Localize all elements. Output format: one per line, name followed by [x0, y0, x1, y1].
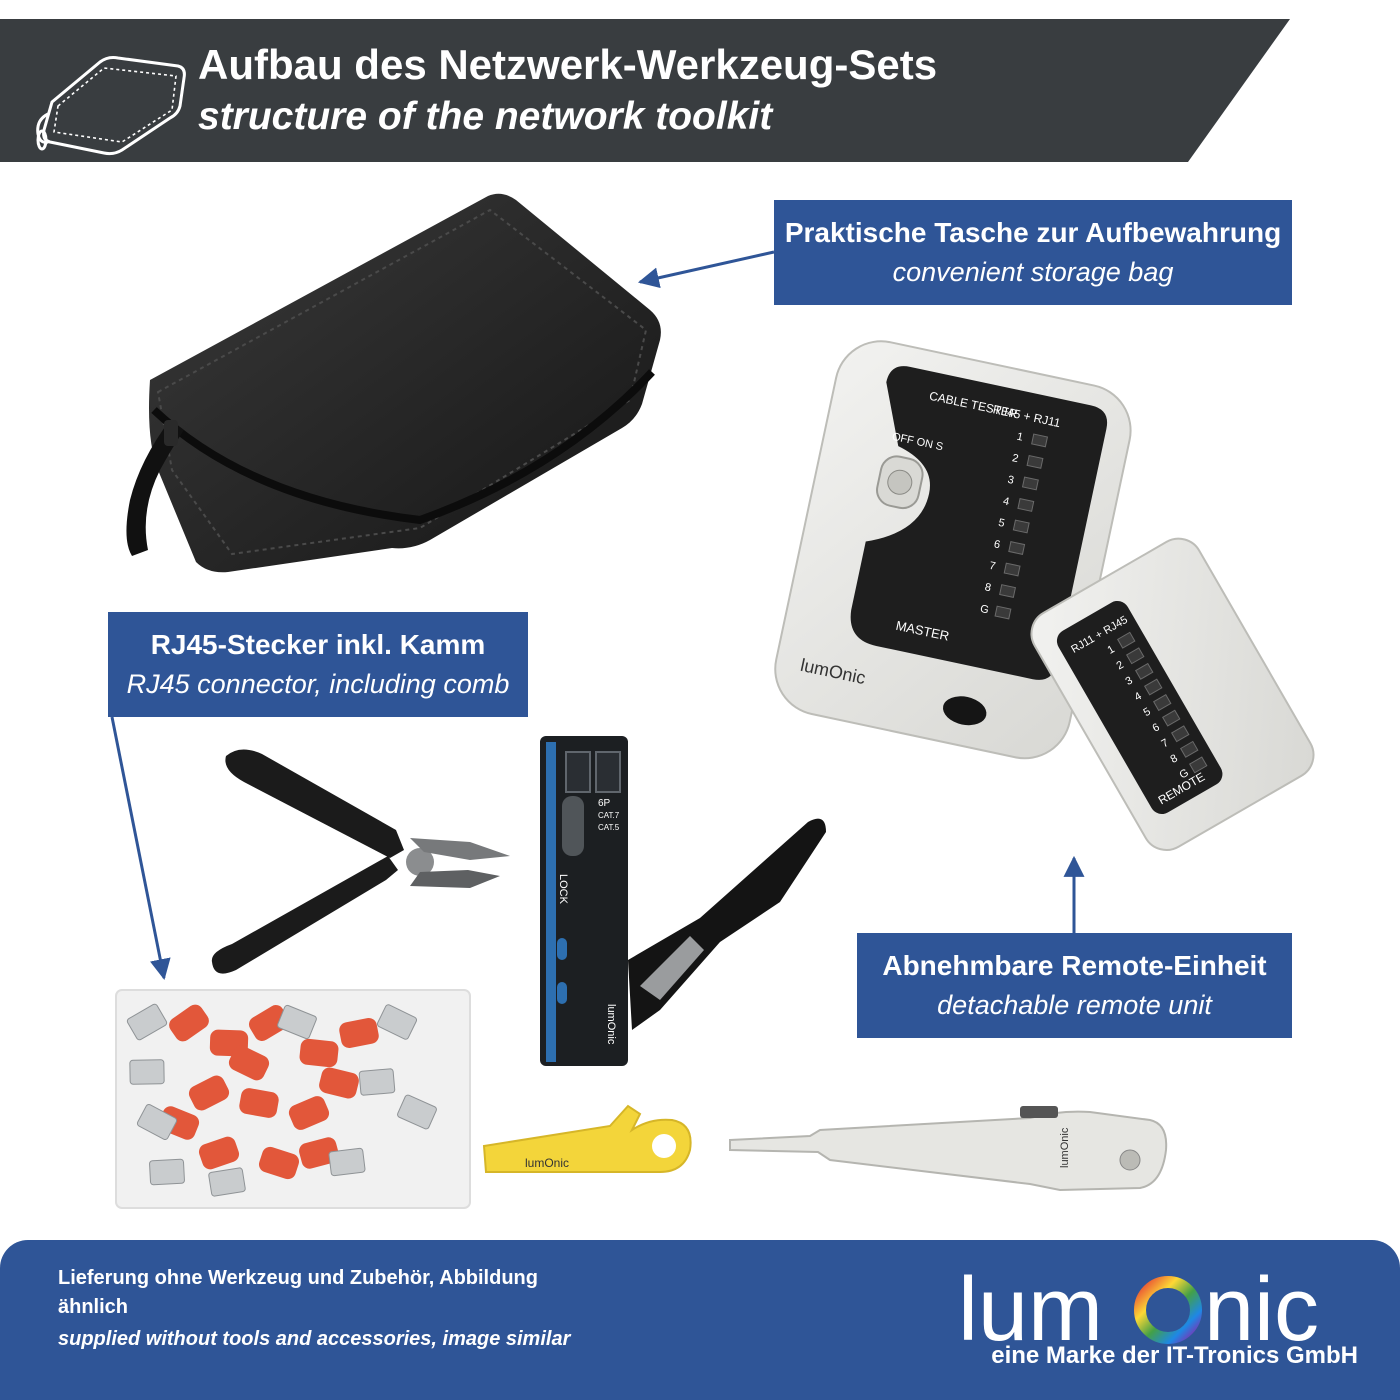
master-led	[999, 584, 1017, 598]
stripper-brand-text: lumOnic	[525, 1156, 569, 1170]
rj45-boot	[239, 1088, 279, 1118]
crimping-tool-image: 6P CAT.7 CAT.5 LOCK lumOnic	[540, 736, 826, 1066]
remote-led	[1134, 662, 1154, 680]
page-subtitle: structure of the network toolkit	[198, 95, 773, 138]
remote-pin-label: 4	[1133, 690, 1144, 703]
master-led	[1012, 519, 1030, 534]
master-pin-label: 1	[1016, 431, 1024, 444]
storage-bag-label-de: Praktische Tasche zur Aufbewahrung	[784, 217, 1282, 248]
page-title: Aufbau des Netzwerk-Werkzeug-Sets	[198, 41, 938, 88]
rj45-plug	[149, 1158, 185, 1186]
punchdown-brand-text: lumOnic	[1059, 1127, 1071, 1168]
rj45-pointer-arrow	[110, 716, 171, 981]
rj45-boot	[188, 1075, 230, 1111]
rj45-boot	[198, 1136, 240, 1170]
crimper-lock-text: LOCK	[557, 874, 569, 905]
bag-outline-icon	[36, 56, 186, 156]
rj45-plug	[129, 1059, 165, 1085]
rj45-boot	[169, 1004, 209, 1042]
remote-pin-label: 7	[1160, 737, 1171, 750]
lumonic-logo: lum nic	[958, 1260, 1319, 1352]
header-banner: Aufbau des Netzwerk-Werkzeug-Sets struct…	[0, 19, 1290, 162]
remote-unit-label: Abnehmbare Remote-Einheit detachable rem…	[857, 933, 1292, 1038]
master-pin-label: 5	[997, 517, 1005, 530]
crimper-6p-text: 6P	[598, 798, 611, 809]
master-pin-label: 2	[1011, 452, 1019, 465]
master-pin-label: 3	[1006, 474, 1014, 487]
rj45-plug	[277, 1004, 317, 1040]
rj45-plug	[126, 1003, 168, 1041]
master-pin-label: 7	[988, 560, 996, 573]
rj45-plug	[328, 1147, 366, 1177]
storage-bag-label-en: convenient storage bag	[892, 257, 1174, 287]
logo-text-before: lum	[958, 1260, 1103, 1352]
rj45-plug	[358, 1068, 396, 1096]
footer: Lieferung ohne Werkzeug und Zubehör, Abb…	[0, 1240, 1400, 1400]
crimper-cat7-text: CAT.7	[598, 811, 620, 820]
remote-led	[1143, 678, 1163, 696]
remote-led	[1152, 694, 1172, 712]
rj45-boot	[288, 1096, 330, 1130]
remote-led	[1179, 740, 1199, 758]
cable-stripper-image: lumOnic	[482, 1104, 692, 1173]
storage-bag-label: Praktische Tasche zur Aufbewahrung conve…	[774, 200, 1292, 305]
rj45-plug	[136, 1103, 178, 1141]
rj45-connector-bag-image	[115, 989, 471, 1209]
toolkit-illustration: CABLE TESTER RJ45 + RJ11 OFF ON S MASTER…	[110, 193, 1315, 1209]
remote-led	[1125, 647, 1145, 665]
master-pin-label: 8	[984, 581, 992, 594]
rj45-boot	[319, 1067, 359, 1099]
master-pin-label: 6	[993, 538, 1001, 551]
remote-pin-label: 1	[1106, 643, 1117, 656]
master-led	[1008, 541, 1026, 555]
rj45-plug	[376, 1004, 418, 1040]
rj45-plug	[208, 1167, 246, 1197]
rj45-boot	[299, 1038, 339, 1068]
rj45-boot	[228, 1045, 270, 1081]
remote-unit-label-en: detachable remote unit	[937, 990, 1212, 1020]
rj45-boot	[248, 1005, 290, 1041]
remote-led	[1116, 631, 1136, 649]
footer-note-en: supplied without tools and accessories, …	[58, 1328, 571, 1350]
rj45-connector-label-en: RJ45 connector, including comb	[126, 669, 510, 699]
rj45-connector-label: RJ45-Stecker inkl. Kamm RJ45 connector, …	[108, 612, 528, 717]
rj45-boot	[299, 1137, 339, 1169]
master-pin-label: G	[979, 603, 990, 617]
crimper-brand-text: lumOnic	[605, 1004, 617, 1045]
rj45-connector-label-de: RJ45-Stecker inkl. Kamm	[150, 629, 486, 660]
bag-pointer-arrow	[637, 250, 775, 289]
master-led-column: 1 2 3 4 5 6 7 8G	[979, 431, 1049, 620]
remote-pin-label: 5	[1142, 706, 1153, 719]
remote-led	[1188, 756, 1208, 774]
master-led	[1021, 476, 1039, 491]
rj45-boot	[339, 1017, 379, 1049]
punchdown-tool-image: lumOnic	[729, 1106, 1168, 1192]
logo-tagline: eine Marke der IT-Tronics GmbH	[991, 1342, 1358, 1369]
remote-pin-label: 8	[1169, 752, 1180, 765]
storage-bag-image	[126, 193, 661, 573]
rj45-plug	[397, 1094, 437, 1130]
rj45-boot	[258, 1146, 300, 1180]
footer-note-de: Lieferung ohne Werkzeug und Zubehör, Abb…	[58, 1267, 538, 1318]
remote-led	[1170, 725, 1190, 743]
remote-pin-label: 2	[1115, 659, 1126, 672]
master-led	[1031, 433, 1049, 448]
crimper-cat5-text: CAT.5	[598, 823, 620, 832]
remote-pin-label: 6	[1151, 721, 1162, 734]
master-pin-label: 4	[1002, 495, 1010, 508]
side-cutter-image	[211, 749, 510, 974]
remote-pin-label: 3	[1124, 674, 1135, 687]
master-led	[1017, 498, 1035, 512]
master-led	[1026, 454, 1044, 469]
master-led	[994, 605, 1012, 620]
remote-led	[1161, 709, 1181, 727]
remote-unit-label-de: Abnehmbare Remote-Einheit	[882, 950, 1267, 981]
master-led	[1003, 562, 1021, 577]
logo-text-after: nic	[1204, 1260, 1319, 1352]
